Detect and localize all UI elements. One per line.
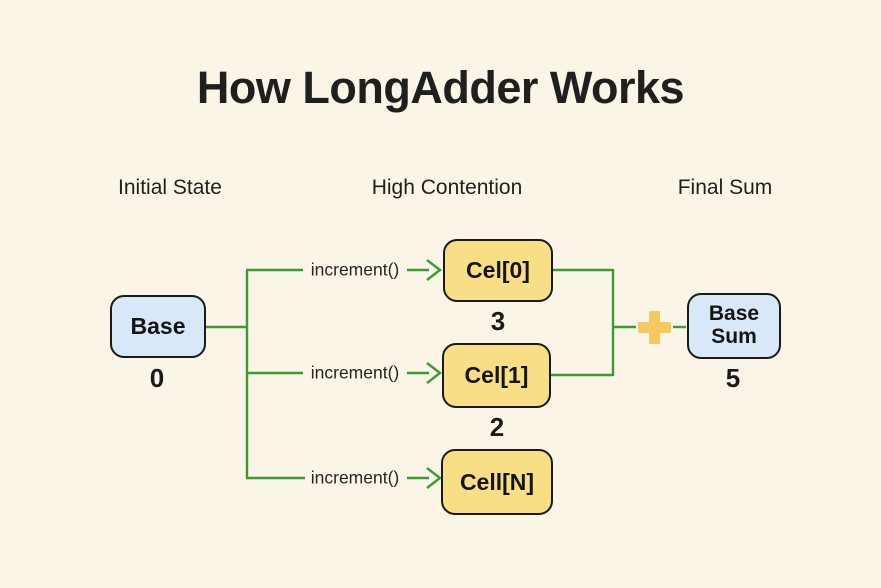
- plus-icon-vertical-bar: [649, 311, 660, 344]
- plus-icon: [638, 311, 671, 344]
- base-sum-node-label-line2: Sum: [711, 325, 757, 348]
- base-node: Base: [110, 295, 206, 358]
- cell0-node-value: 3: [490, 306, 506, 336]
- base-node-label: Base: [130, 313, 186, 340]
- arrow-right-icon: [426, 362, 442, 384]
- cell0-node-label: Cel[0]: [466, 257, 530, 284]
- increment-label-row3: increment(): [310, 467, 400, 488]
- base-sum-node-label-line1: Base: [708, 302, 760, 326]
- celln-node: Cell[N]: [441, 449, 553, 515]
- increment-label-row2: increment(): [310, 362, 400, 383]
- cell1-node: Cel[1]: [442, 343, 551, 408]
- column-header-high-contention: High Contention: [371, 176, 523, 199]
- cell1-node-value: 2: [489, 412, 505, 442]
- column-header-initial-state: Initial State: [118, 176, 222, 199]
- base-node-value: 0: [149, 363, 165, 393]
- column-header-final-sum: Final Sum: [677, 176, 773, 199]
- increment-label-row1: increment(): [310, 259, 400, 280]
- cell1-node-label: Cel[1]: [464, 362, 529, 389]
- celln-node-label: Cell[N]: [459, 468, 535, 495]
- cell0-node: Cel[0]: [443, 239, 553, 302]
- page-title: How LongAdder Works: [196, 62, 685, 113]
- arrow-right-icon: [426, 467, 442, 489]
- arrow-right-icon: [426, 259, 442, 281]
- base-sum-node: Base Sum: [687, 293, 781, 359]
- base-sum-node-value: 5: [725, 363, 741, 393]
